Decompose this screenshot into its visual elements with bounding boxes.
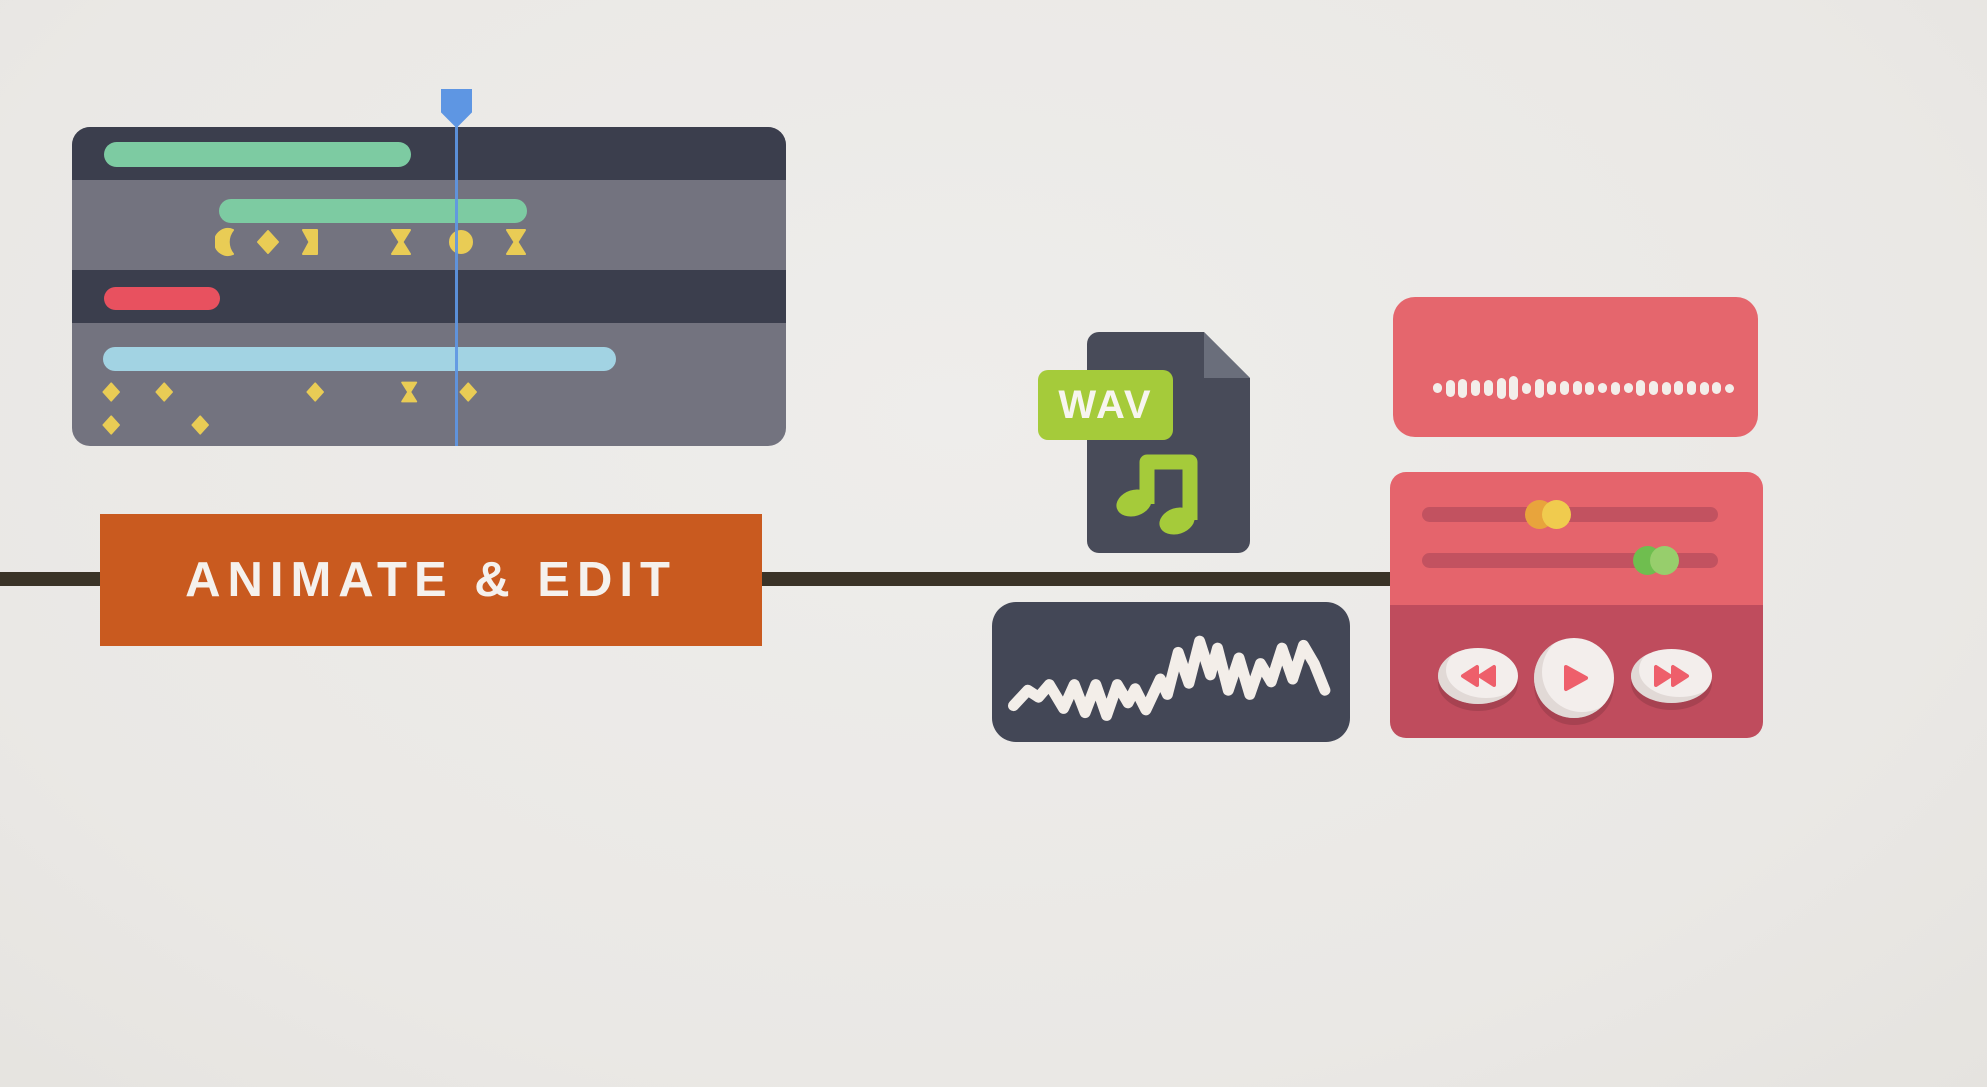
slider-2-knob[interactable] [1633, 546, 1679, 575]
audio-dot [1560, 381, 1569, 395]
audio-dot [1623, 383, 1633, 393]
keyframe-hourglass-icon[interactable] [387, 227, 415, 257]
audio-dot [1712, 382, 1722, 394]
audio-dot [1610, 381, 1620, 395]
wav-file-icon: WAV [1020, 320, 1280, 570]
wav-format-label: WAV [1058, 382, 1153, 427]
audio-dot [1674, 381, 1684, 395]
clip-green-top[interactable] [104, 142, 411, 167]
keyframe-circle-icon[interactable] [447, 227, 475, 257]
clip-green-mid[interactable] [219, 199, 527, 223]
rewind-button[interactable] [1438, 648, 1518, 704]
audio-dot [1687, 381, 1696, 395]
audio-dot [1725, 383, 1735, 393]
keyframe-diamond-icon[interactable] [100, 380, 122, 404]
audio-dot [1585, 381, 1595, 395]
audio-dot [1661, 381, 1671, 395]
audio-dots-waveform [1393, 297, 1758, 437]
audio-dot [1496, 377, 1506, 399]
audio-dot [1572, 381, 1582, 395]
keyframe-diamond-icon[interactable] [304, 380, 326, 404]
keyframe-hourglass-icon[interactable] [502, 227, 530, 257]
timeline-clips-layer [72, 127, 786, 446]
rewind-icon [1461, 665, 1496, 687]
audio-dot [1547, 381, 1557, 395]
clip-red[interactable] [104, 287, 220, 310]
slider-1-knob[interactable] [1525, 500, 1571, 529]
keyframe-hold-right-icon[interactable] [293, 227, 321, 257]
player-mixer-section [1390, 472, 1763, 605]
keyframe-ease-left-icon[interactable] [215, 227, 243, 257]
audio-clip-card [1393, 297, 1758, 437]
audio-dot [1636, 380, 1646, 396]
audio-dot [1471, 380, 1481, 396]
music-note-icon [1116, 454, 1198, 535]
audio-dot [1458, 378, 1468, 398]
fast-forward-icon [1653, 665, 1689, 687]
wav-page [1087, 332, 1250, 553]
keyframe-diamond-icon[interactable] [153, 380, 175, 404]
play-icon [1564, 665, 1588, 691]
banner-label: ANIMATE & EDIT [185, 553, 677, 607]
audio-player-panel [1390, 472, 1763, 738]
animate-edit-banner: ANIMATE & EDIT [100, 514, 762, 646]
timeline-panel [72, 127, 786, 446]
audio-dot [1483, 380, 1493, 396]
audio-dot [1509, 376, 1519, 400]
clip-blue[interactable] [103, 347, 616, 371]
audio-dot [1699, 381, 1709, 395]
audio-dot [1648, 381, 1658, 395]
fast-forward-button[interactable] [1631, 649, 1712, 703]
keyframe-diamond-icon[interactable] [457, 380, 479, 404]
audio-dot [1598, 383, 1608, 393]
play-button[interactable] [1534, 638, 1614, 718]
waveform-card [992, 602, 1350, 742]
audio-dot [1433, 383, 1442, 393]
player-transport-section [1390, 605, 1763, 738]
playhead-line[interactable] [455, 122, 458, 446]
timeline-keyframes-layer [72, 127, 786, 446]
keyframe-diamond-icon[interactable] [100, 413, 122, 437]
wav-format-badge: WAV [1038, 370, 1173, 440]
keyframe-diamond-icon[interactable] [254, 227, 282, 257]
audio-dot [1521, 382, 1531, 394]
waveform-line [1008, 635, 1331, 721]
audio-dot [1534, 378, 1544, 398]
keyframe-hourglass-icon[interactable] [398, 380, 420, 404]
audio-dot [1445, 379, 1455, 397]
keyframe-diamond-icon[interactable] [189, 413, 211, 437]
